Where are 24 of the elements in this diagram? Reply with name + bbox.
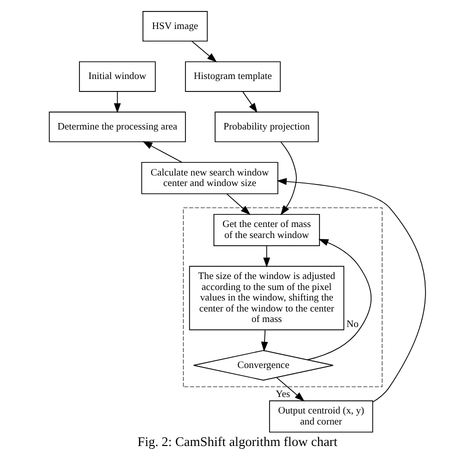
edge-label: No bbox=[346, 318, 358, 330]
arrow bbox=[226, 194, 250, 215]
node-diamond: Convergence bbox=[192, 350, 334, 381]
node-box: Output centroid (x, y) and corner bbox=[268, 400, 373, 433]
arrow bbox=[260, 330, 268, 352]
arrow bbox=[262, 246, 270, 268]
node-box: Calculate new search window center and window size bbox=[140, 162, 278, 194]
arrow bbox=[142, 141, 182, 163]
node-box: Get the center of mass of the search window bbox=[212, 214, 320, 246]
node-box: The size of the window is adjusted according to the sum of the pixel values in the window, shifting the center of the window to the center of mass bbox=[188, 266, 344, 330]
arrow bbox=[190, 40, 216, 62]
cluster bbox=[182, 207, 382, 388]
edge-label: Yes bbox=[275, 389, 290, 400]
node-box: HSV image bbox=[142, 11, 208, 42]
node-box: Initial window bbox=[78, 61, 156, 92]
caption: Fig. 2: CamShift algorithm flow chart bbox=[136, 434, 337, 450]
node-box: Histogram template bbox=[184, 61, 280, 92]
arrow bbox=[242, 91, 258, 113]
arrow bbox=[113, 91, 120, 114]
node-box: Probability projection bbox=[214, 112, 318, 142]
arrow bbox=[306, 238, 372, 360]
arrow bbox=[276, 178, 426, 402]
arrow bbox=[280, 142, 296, 216]
node-box: Determine the processing area bbox=[48, 112, 186, 142]
